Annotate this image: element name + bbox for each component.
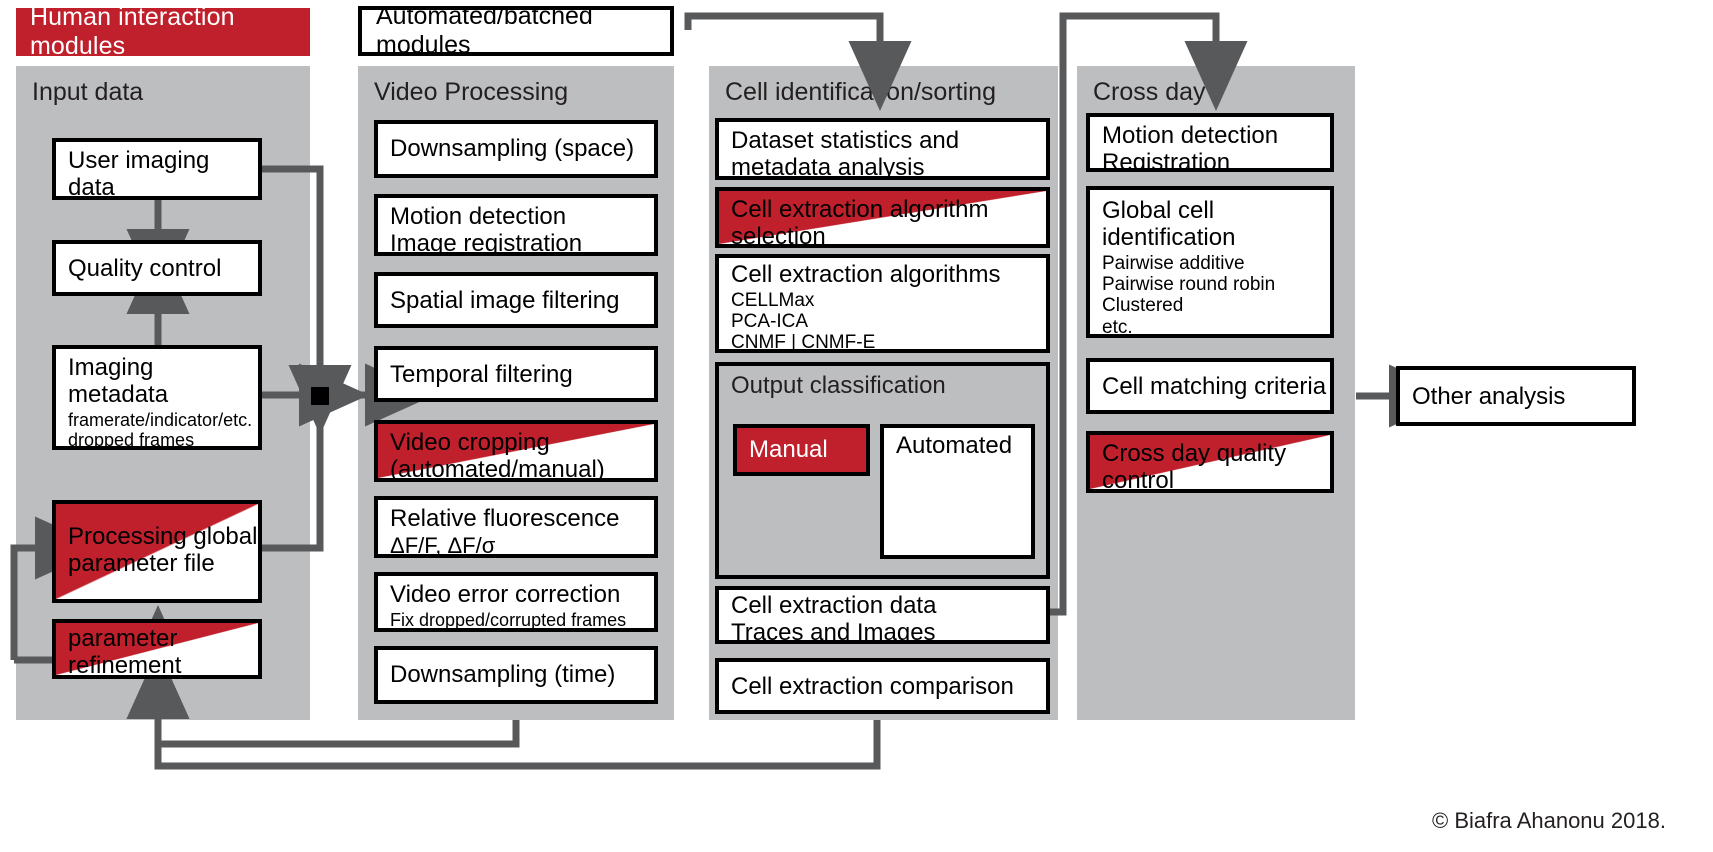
node-manual-classification[interactable]: Manual xyxy=(733,424,870,476)
node-title: Imaging metadata xyxy=(68,354,169,408)
node-title: Other analysis xyxy=(1412,383,1566,410)
merge-junction-node xyxy=(306,382,334,410)
node-title: Video error correction xyxy=(390,581,621,608)
subgroup-title-output-classification: Output classification xyxy=(731,372,946,399)
node-title: Cell extraction algorithms xyxy=(731,261,1001,288)
arrow-video-to-cell-top xyxy=(684,12,912,111)
node-title: Downsampling (time) xyxy=(390,661,616,688)
group-title-video-processing: Video Processing xyxy=(374,78,569,106)
arrow-cell-to-crossday-top xyxy=(1059,12,1248,111)
node-title: Dataset statistics and metadata analysis xyxy=(731,127,960,180)
node-subtitle: framerate/indicator/etc. dropped frames xyxy=(68,409,253,450)
node-automated-classification[interactable]: Automated xyxy=(880,424,1035,559)
node-title: User imaging data (xyt or xyzt) xyxy=(68,147,210,200)
node-relative-fluorescence[interactable]: Relative fluorescence ΔF/F, ΔF/σ xyxy=(374,496,658,558)
node-title: Global cell identification xyxy=(1102,197,1236,251)
node-title: Motion detection Registration xyxy=(1102,122,1279,172)
node-cross-day-quality-control[interactable]: Cross day quality control xyxy=(1086,431,1334,493)
node-crossday-motion-detection[interactable]: Motion detection Registration xyxy=(1086,113,1334,172)
node-title: Motion detection Image registration xyxy=(390,203,583,256)
node-cell-matching-criteria[interactable]: Cell matching criteria xyxy=(1086,358,1334,414)
node-title: Spatial image filtering xyxy=(390,287,620,314)
node-spatial-image-filtering[interactable]: Spatial image filtering xyxy=(374,272,658,328)
node-temporal-filtering[interactable]: Temporal filtering xyxy=(374,346,658,402)
legend-automated-batched: Automated/batched modules xyxy=(358,2,674,59)
node-imaging-metadata[interactable]: Imaging metadata framerate/indicator/etc… xyxy=(52,345,262,450)
node-cell-extraction-comparison[interactable]: Cell extraction comparison xyxy=(715,658,1050,714)
node-title: Quality control xyxy=(68,255,222,282)
node-global-cell-identification[interactable]: Global cell identification Pairwise addi… xyxy=(1086,186,1334,338)
node-parameter-refinement[interactable]: parameter refinement xyxy=(52,619,262,679)
node-title: Processing global parameter file xyxy=(68,523,258,577)
node-title: parameter refinement xyxy=(68,625,182,679)
node-title: Relative fluorescence xyxy=(390,505,620,532)
node-title: Temporal filtering xyxy=(390,361,573,388)
node-subtitle: Pairwise additive Pairwise round robin C… xyxy=(1102,252,1276,338)
node-title: Manual xyxy=(749,436,828,463)
node-user-imaging-data[interactable]: User imaging data (xyt or xyzt) xyxy=(52,138,262,200)
node-title: Cell extraction algorithm selection xyxy=(731,196,989,248)
node-subtitle: CELLMax PCA-ICA CNMF | CNMF-E EXTRACT | … xyxy=(731,289,876,353)
node-downsampling-space[interactable]: Downsampling (space) xyxy=(374,120,658,178)
node-title: Automated xyxy=(896,432,1013,459)
node-dataset-statistics[interactable]: Dataset statistics and metadata analysis xyxy=(715,118,1050,180)
node-title: Cell extraction data Traces and Images xyxy=(731,592,937,644)
arrow-cell-bottom-loop xyxy=(126,649,881,770)
node-processing-global-parameter-file[interactable]: Processing global parameter file xyxy=(52,500,262,603)
node-title: Cell extraction comparison xyxy=(731,673,1014,700)
node-title: Downsampling (space) xyxy=(390,135,635,162)
node-subtitle: ΔF/F, ΔF/σ xyxy=(390,532,496,558)
node-downsampling-time[interactable]: Downsampling (time) xyxy=(374,646,658,704)
node-subtitle: Fix dropped/corrupted frames xyxy=(390,609,627,630)
node-cell-extraction-data[interactable]: Cell extraction data Traces and Images xyxy=(715,586,1050,644)
group-title-cross-day: Cross day xyxy=(1093,78,1206,106)
node-video-cropping[interactable]: Video cropping (automated/manual) xyxy=(374,420,658,482)
group-title-cell-identification: Cell identification/sorting xyxy=(725,78,996,106)
node-other-analysis[interactable]: Other analysis xyxy=(1396,366,1636,426)
node-title: Cell matching criteria xyxy=(1102,373,1327,400)
legend-human-interaction: Human interaction modules xyxy=(16,3,310,60)
copyright-credit: © Biafra Ahanonu 2018. xyxy=(1432,808,1666,833)
node-cell-extraction-algorithms[interactable]: Cell extraction algorithms CELLMax PCA-I… xyxy=(715,254,1050,353)
node-motion-detection-image-registration[interactable]: Motion detection Image registration xyxy=(374,194,658,256)
node-cell-extraction-algorithm-selection[interactable]: Cell extraction algorithm selection xyxy=(715,187,1050,248)
node-title: Cross day quality control xyxy=(1102,440,1287,493)
group-title-input-data: Input data xyxy=(32,78,144,106)
node-quality-control[interactable]: Quality control xyxy=(52,240,262,296)
node-video-error-correction[interactable]: Video error correction Fix dropped/corru… xyxy=(374,572,658,632)
node-title: Video cropping (automated/manual) xyxy=(390,429,605,482)
